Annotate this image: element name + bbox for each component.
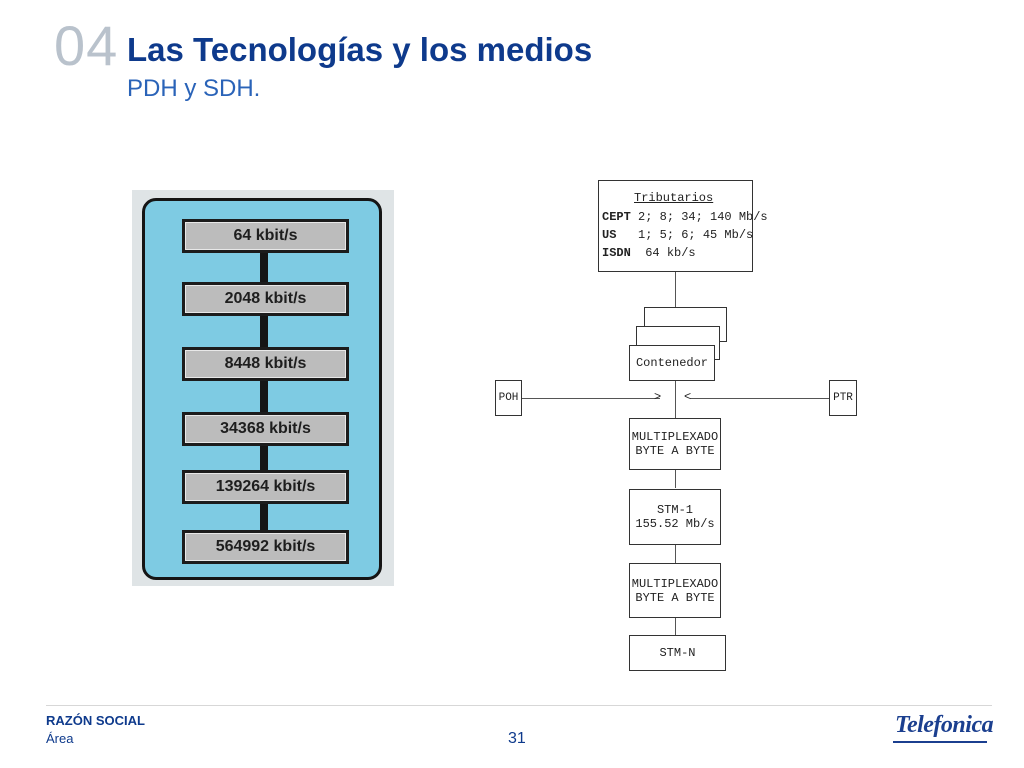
right-arrow-icon: >: [654, 390, 662, 404]
section-number: 04: [54, 14, 119, 77]
ptr-box: PTR: [829, 380, 857, 416]
multiplexado-line-2: BYTE A BYTE: [635, 444, 715, 458]
stmn-box: STM-N: [629, 635, 726, 671]
connector-line: [675, 618, 676, 635]
stm1-rate: 155.52 Mb/s: [635, 517, 715, 531]
tributarios-row-label: CEPT: [602, 210, 631, 224]
connector-line: [675, 545, 676, 563]
pdh-rate-box: 34368 kbit/s: [182, 412, 349, 446]
tributarios-row: CEPT 2; 8; 34; 140 Mb/s: [602, 210, 768, 224]
tributarios-box: [598, 180, 753, 272]
multiplexado-line-2: BYTE A BYTE: [635, 590, 715, 605]
stm1-label: STM-1: [656, 503, 693, 517]
pdh-connector-line: [260, 238, 268, 548]
footer-divider: [46, 705, 992, 706]
telefonica-logo: Telefonica: [895, 712, 994, 738]
tributarios-row-value: 64 kb/s: [638, 246, 696, 260]
tributarios-row-value: 2; 8; 34; 140 Mb/s: [638, 210, 768, 224]
left-arrow-icon: <: [684, 390, 692, 404]
tributarios-row-label: US: [602, 228, 617, 242]
pdh-rate-box: 139264 kbit/s: [182, 470, 349, 504]
page-number: 31: [508, 730, 526, 747]
connector-line: [675, 470, 676, 488]
tributarios-row: US 1; 5; 6; 45 Mb/s: [602, 228, 753, 242]
tributarios-row: ISDN 64 kb/s: [602, 246, 696, 260]
poh-arrow-line: [522, 398, 660, 399]
ptr-arrow-line: [690, 398, 829, 399]
pdh-rate-box: 2048 kbit/s: [182, 282, 349, 316]
connector-line: [675, 380, 676, 418]
poh-box: POH: [495, 380, 522, 416]
multiplexado-box-1: MULTIPLEXADO BYTE A BYTE: [629, 418, 721, 470]
footer-area: Área: [46, 731, 74, 746]
page-subtitle: PDH y SDH.: [127, 75, 261, 102]
stm1-box: STM-1 155.52 Mb/s: [629, 489, 721, 545]
page-title: Las Tecnologías y los medios: [127, 31, 593, 68]
pdh-rate-box: 8448 kbit/s: [182, 347, 349, 381]
tributarios-title: Tributarios: [634, 191, 714, 205]
tributarios-row-value: 1; 5; 6; 45 Mb/s: [623, 228, 754, 242]
pdh-rate-box: 564992 kbit/s: [182, 530, 349, 564]
logo-underline: [893, 741, 987, 743]
pdh-rate-box: 64 kbit/s: [182, 219, 349, 253]
multiplexado-line-1: MULTIPLEXADO: [631, 430, 719, 444]
multiplexado-line-1: MULTIPLEXADO: [631, 576, 719, 591]
multiplexado-box-2: MULTIPLEXADO BYTE A BYTE: [629, 563, 721, 618]
tributarios-row-label: ISDN: [602, 246, 631, 260]
footer-company: RAZÓN SOCIAL: [46, 713, 145, 728]
contenedor-box: Contenedor: [629, 345, 715, 381]
